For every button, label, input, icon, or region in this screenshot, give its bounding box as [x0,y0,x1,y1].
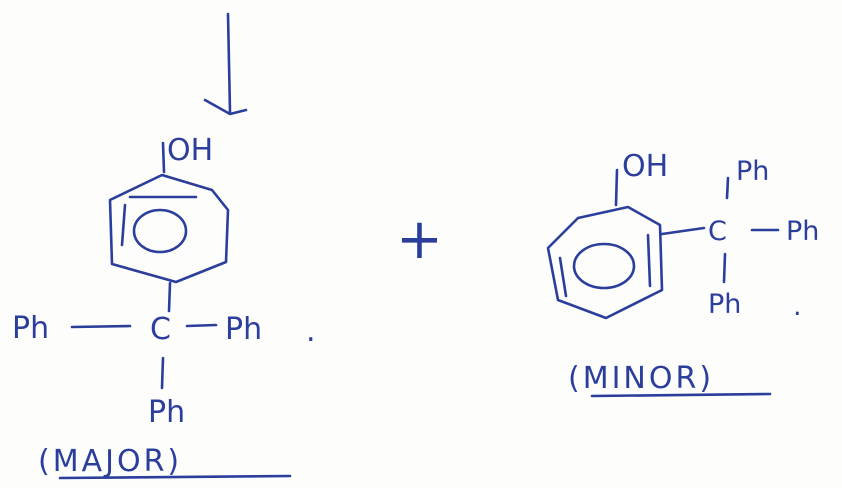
major-aromatic-circle [132,208,188,254]
major-ph-left: Ph [12,311,49,346]
minor-caption: (MINOR) [568,361,714,396]
major-bond-left [70,324,132,329]
minor-oh-label: OH [622,149,668,184]
minor-ring-carbon-bond [660,226,706,236]
minor-product: OH C Ph Ph Ph . (MINOR) [546,149,819,398]
minor-bond-bottom [722,252,727,284]
minor-ring-inner-bond-left [558,256,568,298]
major-product: OH Ph C Ph . Ph (MAJOR) [12,12,316,480]
minor-benzene-ring [546,205,664,320]
minor-ph-top: Ph [736,156,769,187]
major-oh-label: OH [167,133,213,168]
major-ph-right: Ph [225,312,262,347]
minor-carbon: C [708,216,727,247]
major-bond-right [185,323,218,328]
major-caption: (MAJOR) [38,444,182,479]
minor-ring-inner-bond-right [646,233,652,288]
attack-arrowhead [203,98,248,116]
major-ph-bottom: Ph [148,395,185,430]
major-ring-inner-bond-left [120,203,127,247]
major-bond-bottom [160,356,165,390]
minor-ph-bottom: Ph [708,289,741,320]
minor-bond-top [725,176,730,200]
minor-oh-bond [614,168,619,207]
minor-aromatic-circle [572,242,636,290]
major-dot: . [306,314,316,349]
minor-dot: . [793,291,802,322]
attack-arrow [226,12,232,114]
plus-sign: + [396,207,443,272]
major-carbon: C [150,312,171,347]
major-caption-underline [58,474,292,480]
minor-ph-right: Ph [786,216,819,247]
major-oh-bond [161,141,166,174]
major-ring-carbon-bond [167,281,172,313]
minor-caption-underline [590,392,772,398]
major-benzene-ring [108,173,230,284]
